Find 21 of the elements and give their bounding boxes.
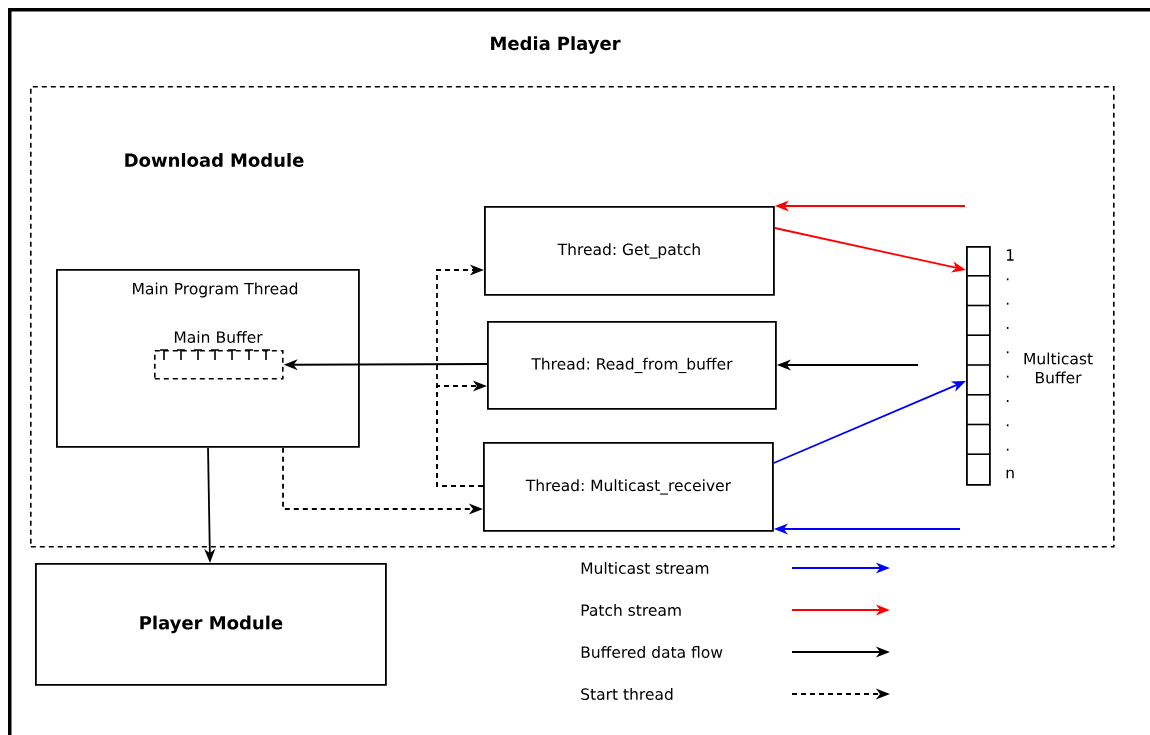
index-label: .: [1006, 278, 1009, 281]
process-box: Thread: Read_from_buffer: [487, 321, 777, 410]
index-label: .: [1006, 424, 1009, 427]
process-box: Player Module: [35, 563, 387, 686]
index-label: .: [1006, 351, 1009, 354]
legend-label: Start thread: [581, 688, 673, 700]
buffer-drawing: Main Buffer: [154, 331, 284, 380]
node-label: Main Buffer: [174, 331, 263, 343]
legend-label: Buffered data flow: [581, 646, 723, 658]
index-label: .: [1006, 400, 1009, 402]
index-label: .: [1006, 327, 1009, 329]
index-label: .: [1006, 448, 1009, 451]
node-label: Multicast Buffer: [1024, 352, 1093, 384]
index-label: .: [1006, 375, 1009, 378]
index-label: .: [1006, 302, 1009, 305]
index-label: 1: [1006, 249, 1014, 261]
process-box: Thread: Get_patch: [484, 206, 775, 296]
process-box: Thread: Multicast_receiver: [483, 442, 774, 532]
index-label: n: [1006, 469, 1014, 479]
legend-label: Multicast stream: [581, 562, 709, 574]
legend-label: Patch stream: [581, 604, 681, 616]
